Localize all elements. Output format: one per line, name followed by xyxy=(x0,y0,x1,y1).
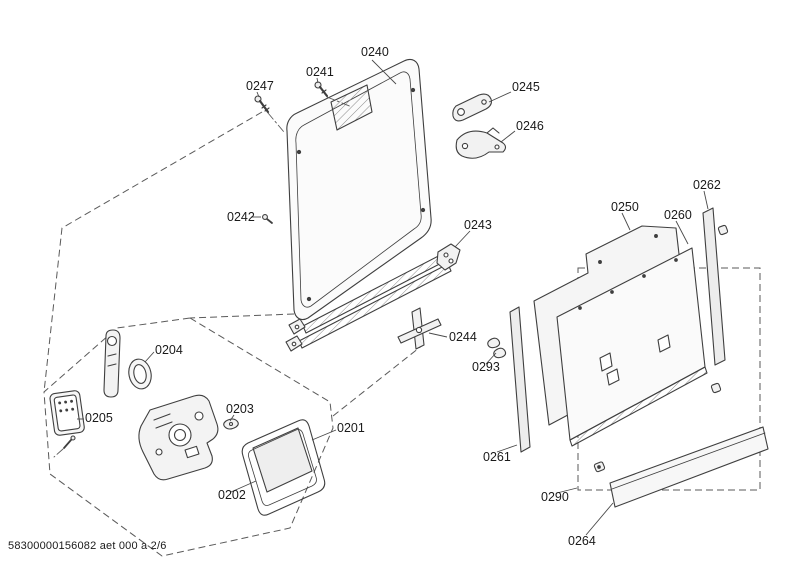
part-label-0247: 0247 xyxy=(246,79,274,93)
part-label-0204: 0204 xyxy=(155,343,183,357)
part-label-0260: 0260 xyxy=(664,208,692,222)
part-label-0241: 0241 xyxy=(306,65,334,79)
part-0260-door-panel xyxy=(556,247,708,447)
part-0241-screw xyxy=(314,81,353,108)
part-0240-outer-door-panel xyxy=(286,58,432,321)
part-label-0202: 0202 xyxy=(218,488,246,502)
part-0246-hinge-arm xyxy=(455,127,507,159)
part-label-0261: 0261 xyxy=(483,450,511,464)
part-label-0242: 0242 xyxy=(227,210,255,224)
part-label-0240: 0240 xyxy=(361,45,389,59)
part-label-0244: 0244 xyxy=(449,330,477,344)
part-0205-control-plate xyxy=(49,390,85,458)
part-label-0293: 0293 xyxy=(472,360,500,374)
door-lock-assembly xyxy=(138,394,219,481)
part-label-0246: 0246 xyxy=(516,119,544,133)
part-label-0262: 0262 xyxy=(693,178,721,192)
part-0242-screw xyxy=(262,214,273,224)
construction-lines xyxy=(43,111,761,557)
fastener-clips xyxy=(593,461,606,473)
part-0293-clips xyxy=(487,337,507,359)
part-label-0290: 0290 xyxy=(541,490,569,504)
part-label-0243: 0243 xyxy=(464,218,492,232)
part-label-0205: 0205 xyxy=(85,411,113,425)
part-0203-clip xyxy=(223,418,239,430)
part-label-0250: 0250 xyxy=(611,200,639,214)
part-label-0245: 0245 xyxy=(512,80,540,94)
part-0202-inner-panel xyxy=(252,427,313,493)
part-0204-hinge-support xyxy=(103,329,152,398)
part-0261-side-rail xyxy=(509,306,531,453)
part-label-0201: 0201 xyxy=(337,421,365,435)
part-0243-bracket xyxy=(436,243,461,271)
part-0262-side-rail xyxy=(702,207,729,394)
leader-lines xyxy=(77,59,709,536)
part-label-0264: 0264 xyxy=(568,534,596,548)
part-0244-bracket xyxy=(397,307,442,350)
part-0264-kick-panel xyxy=(609,426,769,508)
part-0201-door-frame xyxy=(241,419,326,516)
document-code: 58300000156082 aet 000 a 2/6 xyxy=(8,540,167,552)
part-0245-hinge-lever xyxy=(452,93,492,122)
part-label-0203: 0203 xyxy=(226,402,254,416)
part-0247-screw xyxy=(254,95,285,133)
